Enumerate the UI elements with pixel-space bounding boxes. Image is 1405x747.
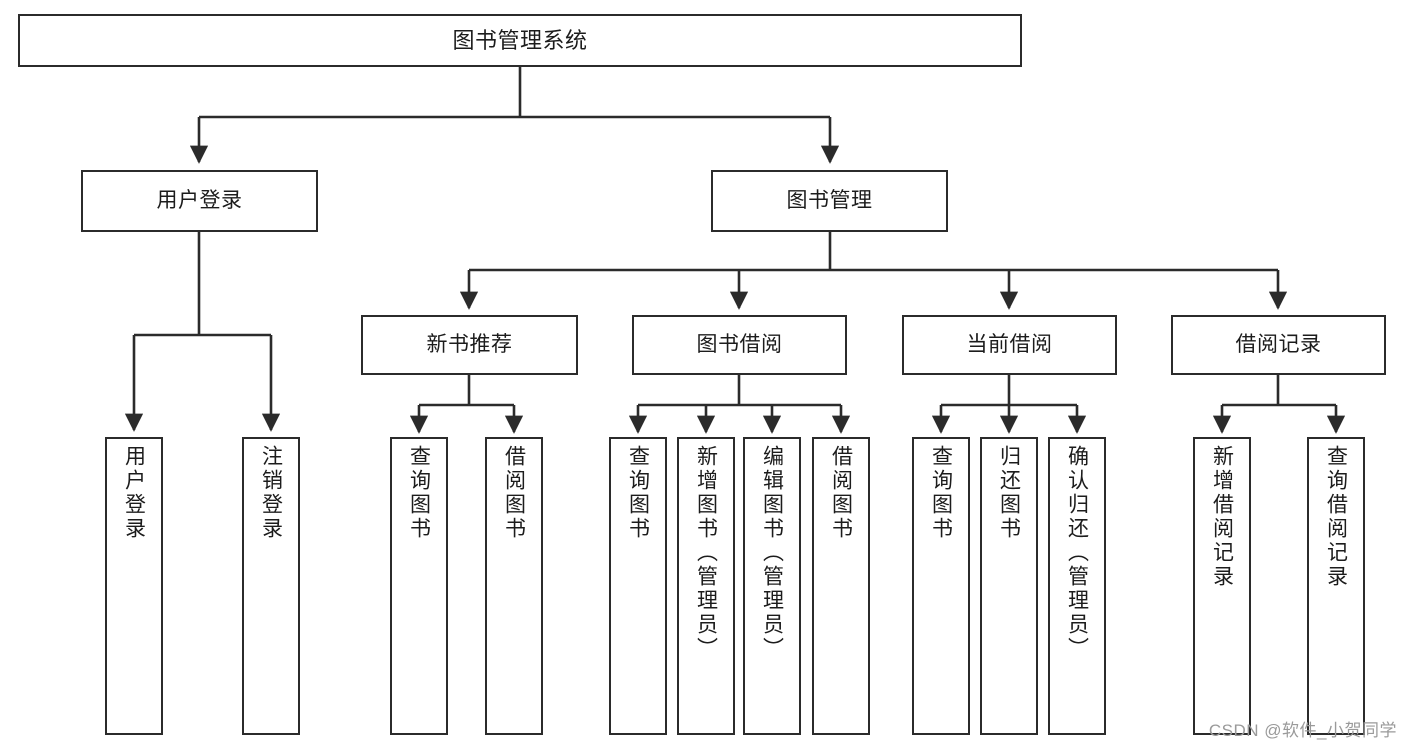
- node-new-book-recommend-label: 新书推荐: [426, 332, 513, 356]
- leaf-new-book-query-label: 查询图书: [407, 445, 431, 541]
- node-book-borrow[interactable]: 图书借阅: [632, 315, 847, 375]
- leaf-borrow-edit-book[interactable]: 编辑图书（管理员）: [743, 437, 801, 735]
- leaf-user-login-login[interactable]: 用户登录: [105, 437, 163, 735]
- node-book-borrow-label: 图书借阅: [696, 332, 783, 356]
- node-current-borrow-label: 当前借阅: [966, 332, 1053, 356]
- leaf-current-query-book[interactable]: 查询图书: [912, 437, 970, 735]
- node-user-login-label: 用户登录: [156, 188, 243, 212]
- node-new-book-recommend[interactable]: 新书推荐: [361, 315, 578, 375]
- leaf-current-confirm-return-label: 确认归还（管理员）: [1065, 445, 1089, 661]
- leaf-record-add[interactable]: 新增借阅记录: [1193, 437, 1251, 735]
- leaf-borrow-query-book[interactable]: 查询图书: [609, 437, 667, 735]
- leaf-borrow-borrow-book-label: 借阅图书: [829, 445, 853, 541]
- leaf-user-login-logout-label: 注销登录: [259, 445, 283, 541]
- leaf-borrow-add-book-label: 新增图书（管理员）: [694, 445, 718, 661]
- leaf-borrow-add-book[interactable]: 新增图书（管理员）: [677, 437, 735, 735]
- leaf-user-login-logout[interactable]: 注销登录: [242, 437, 300, 735]
- leaf-borrow-borrow-book[interactable]: 借阅图书: [812, 437, 870, 735]
- leaf-record-query[interactable]: 查询借阅记录: [1307, 437, 1365, 735]
- leaf-current-return-book[interactable]: 归还图书: [980, 437, 1038, 735]
- node-root[interactable]: 图书管理系统: [18, 14, 1022, 67]
- node-current-borrow[interactable]: 当前借阅: [902, 315, 1117, 375]
- node-user-login[interactable]: 用户登录: [81, 170, 318, 232]
- node-book-management-label: 图书管理: [786, 188, 873, 212]
- leaf-user-login-login-label: 用户登录: [122, 445, 146, 541]
- leaf-borrow-query-book-label: 查询图书: [626, 445, 650, 541]
- leaf-current-confirm-return[interactable]: 确认归还（管理员）: [1048, 437, 1106, 735]
- leaf-record-add-label: 新增借阅记录: [1210, 445, 1234, 589]
- node-root-label: 图书管理系统: [452, 27, 588, 53]
- leaf-current-query-book-label: 查询图书: [929, 445, 953, 541]
- leaf-new-book-borrow-label: 借阅图书: [502, 445, 526, 541]
- leaf-record-query-label: 查询借阅记录: [1324, 445, 1348, 589]
- leaf-current-return-book-label: 归还图书: [997, 445, 1021, 541]
- node-book-management[interactable]: 图书管理: [711, 170, 948, 232]
- watermark-text: CSDN @软件_小贺同学: [1208, 721, 1397, 740]
- leaf-new-book-borrow[interactable]: 借阅图书: [485, 437, 543, 735]
- node-borrow-record-label: 借阅记录: [1235, 332, 1322, 356]
- leaf-borrow-edit-book-label: 编辑图书（管理员）: [760, 445, 784, 661]
- leaf-new-book-query[interactable]: 查询图书: [390, 437, 448, 735]
- node-borrow-record[interactable]: 借阅记录: [1171, 315, 1386, 375]
